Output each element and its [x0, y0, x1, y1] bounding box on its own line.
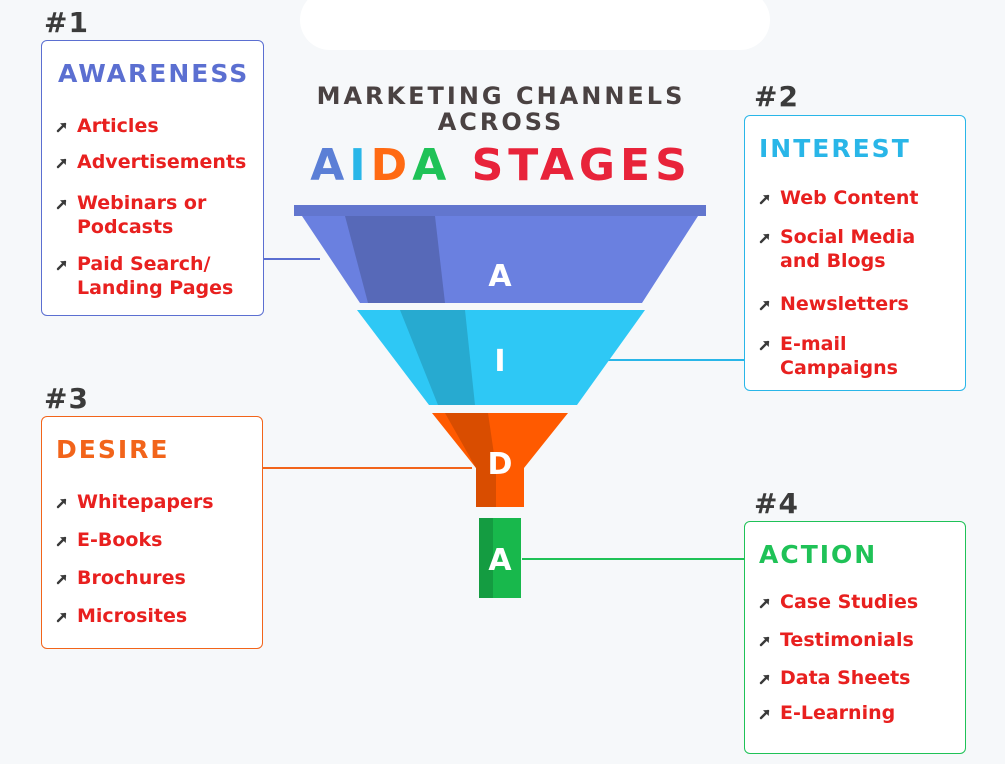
list-item: Social Media and Blogs	[759, 225, 915, 273]
list-item: Whitepapers	[56, 490, 214, 514]
stage-title-awareness: AWARENESS	[58, 59, 250, 88]
channel-label: E-Learning	[780, 702, 896, 724]
stage-title-desire: DESIRE	[56, 435, 170, 464]
title-letter-i: I	[349, 140, 371, 191]
channel-label: Testimonials	[780, 629, 914, 651]
title-letter-a2: A	[412, 140, 452, 191]
connector-interest	[596, 359, 746, 361]
channel-label: Newsletters	[780, 293, 909, 315]
arrow-icon	[759, 597, 771, 609]
list-item: E-mail Campaigns	[759, 332, 898, 380]
funnel-segment-a2-shade	[479, 518, 493, 598]
channel-label: Articles	[77, 115, 159, 137]
stage-box-desire: DESIRE Whitepapers E-Books Brochures Mic…	[41, 416, 263, 649]
title-aida-stages: AIDA STAGES	[310, 140, 692, 191]
arrow-icon	[759, 232, 771, 244]
title-letter-d: D	[370, 140, 413, 191]
arrow-icon	[759, 673, 771, 685]
stage-2-number: #2	[754, 80, 799, 113]
title-letter-a: A	[310, 140, 350, 191]
arrow-icon	[56, 121, 68, 133]
arrow-icon	[56, 259, 68, 271]
channel-label: Microsites	[77, 605, 188, 627]
funnel-segment-i-shade	[400, 310, 475, 405]
funnel-letter-i: I	[494, 344, 505, 379]
channel-label: E-mail Campaigns	[780, 333, 898, 379]
background-blob	[300, 0, 770, 50]
stage-box-interest: INTEREST Web Content Social Media and Bl…	[744, 115, 966, 391]
list-item: E-Learning	[759, 701, 895, 725]
title-word-stages: STAGES	[471, 140, 692, 191]
title-line-2: ACROSS	[437, 108, 565, 136]
channel-label: E-Books	[77, 529, 163, 551]
channel-label: Social Media and Blogs	[780, 226, 916, 272]
stage-title-action: ACTION	[759, 540, 878, 569]
list-item: Web Content	[759, 186, 918, 210]
title-line-1: MARKETING CHANNELS	[316, 82, 686, 110]
funnel-letter-d: D	[488, 447, 513, 482]
stage-title-interest: INTEREST	[759, 134, 911, 163]
channel-label: Case Studies	[780, 591, 919, 613]
channel-label: Brochures	[77, 567, 186, 589]
stage-3-number: #3	[44, 382, 89, 415]
list-item: Data Sheets	[759, 666, 911, 690]
funnel-segment-d-shade	[445, 413, 496, 507]
arrow-icon	[56, 535, 68, 547]
list-item: Webinars or Podcasts	[56, 191, 206, 239]
arrow-icon	[759, 635, 771, 647]
list-item: E-Books	[56, 528, 162, 552]
list-item: Brochures	[56, 566, 186, 590]
list-item: Paid Search/ Landing Pages	[56, 252, 233, 300]
channel-label: Advertisements	[77, 151, 247, 173]
channel-label: Webinars or Podcasts	[77, 192, 207, 238]
arrow-icon	[759, 708, 771, 720]
funnel-rim	[294, 205, 706, 216]
arrow-icon	[56, 573, 68, 585]
list-item: Microsites	[56, 604, 187, 628]
funnel-segment-a-shade	[345, 216, 445, 303]
list-item: Case Studies	[759, 590, 918, 614]
connector-desire	[262, 467, 472, 469]
arrow-icon	[759, 193, 771, 205]
stage-1-number: #1	[44, 6, 89, 39]
arrow-icon	[56, 497, 68, 509]
arrow-icon	[759, 299, 771, 311]
stage-box-action: ACTION Case Studies Testimonials Data Sh…	[744, 521, 966, 754]
list-item: Newsletters	[759, 292, 909, 316]
arrow-icon	[56, 611, 68, 623]
list-item: Testimonials	[759, 628, 914, 652]
stage-box-awareness: AWARENESS Articles Advertisements Webina…	[41, 40, 264, 316]
funnel-letter-a: A	[488, 259, 512, 294]
connector-awareness	[262, 258, 320, 260]
channel-label: Data Sheets	[780, 667, 911, 689]
funnel-letter-a2: A	[488, 543, 512, 578]
connector-action	[522, 558, 746, 560]
stage-4-number: #4	[754, 487, 799, 520]
channel-label: Paid Search/ Landing Pages	[77, 253, 234, 299]
channel-label: Web Content	[780, 187, 919, 209]
arrow-icon	[759, 339, 771, 351]
arrow-icon	[56, 157, 68, 169]
arrow-icon	[56, 198, 68, 210]
channel-label: Whitepapers	[77, 491, 214, 513]
list-item: Advertisements	[56, 150, 246, 174]
list-item: Articles	[56, 114, 159, 138]
